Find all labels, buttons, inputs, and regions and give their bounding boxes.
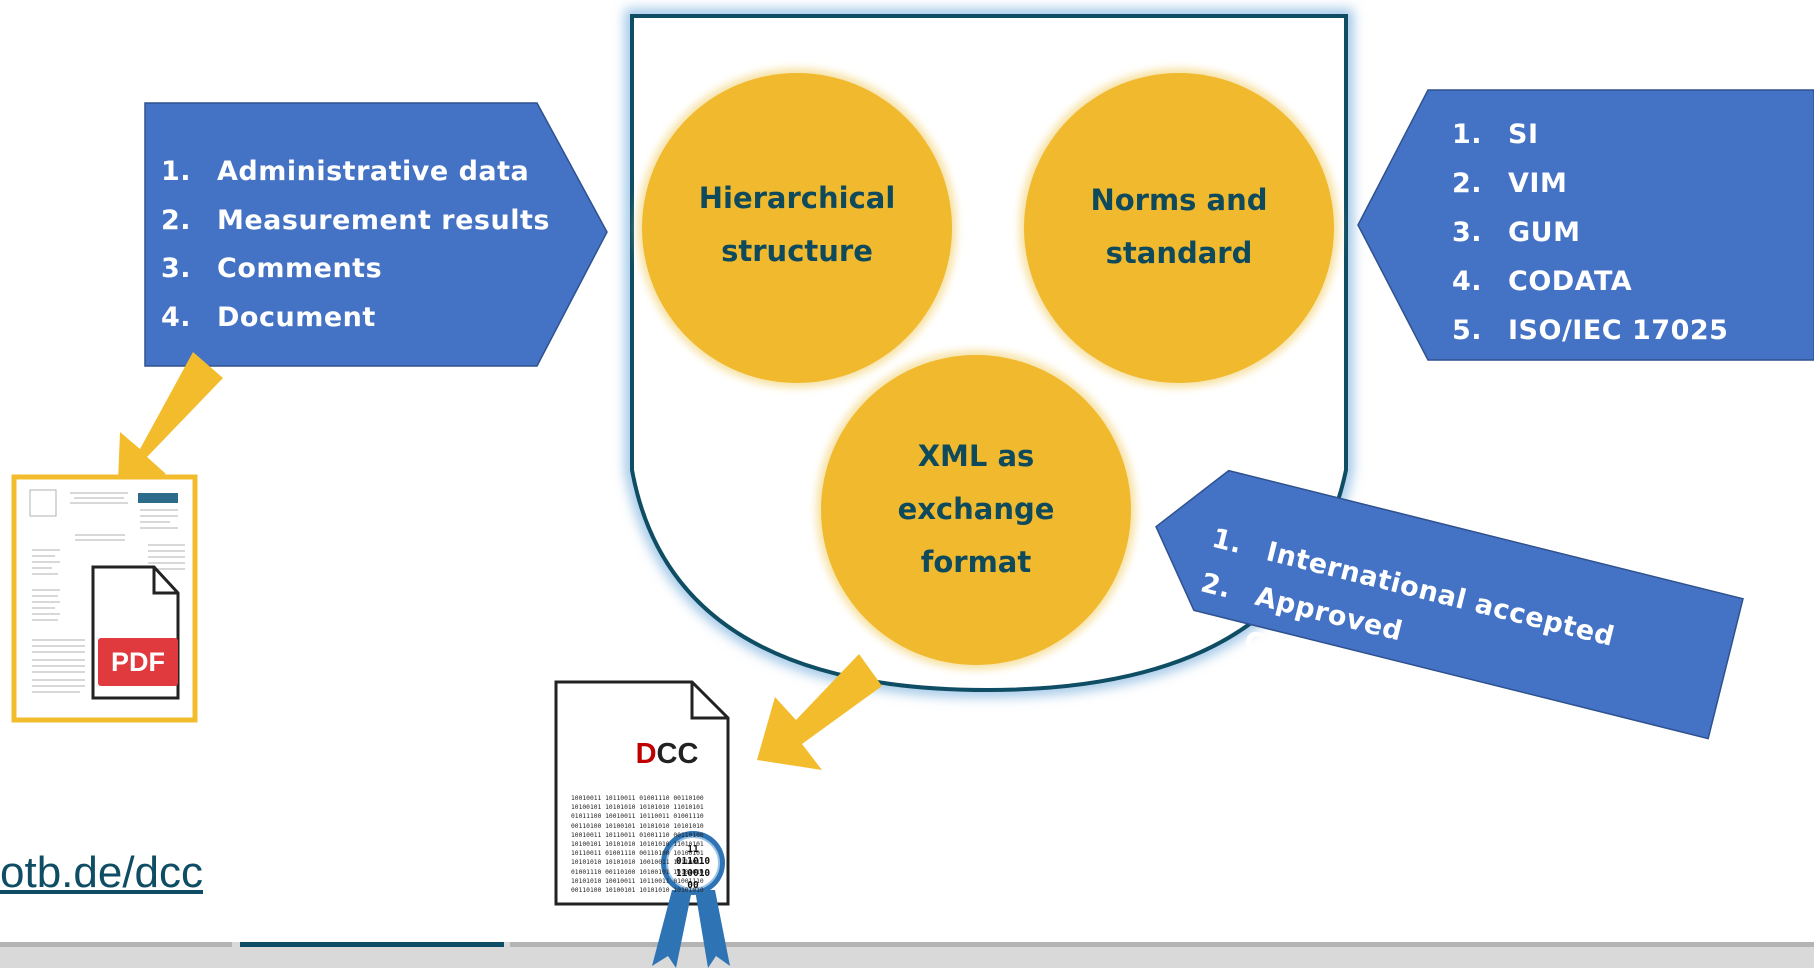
right-banner [1357,89,1814,361]
lower-banner [1155,469,1744,740]
seal-ribbon-left [652,890,692,968]
pdf-icon-fold [152,567,178,595]
dcc-document-fold [690,682,728,720]
seal-ribbon-right [695,890,730,968]
circle-norms [1024,73,1334,383]
footer-tab-3 [510,942,1814,947]
circle-xml [821,355,1131,665]
left-banner [144,102,608,367]
pdf-icon-badge [98,638,178,686]
seal-inner [666,836,720,890]
circle-hierarchical [642,73,952,383]
arrow-to-pdf [118,352,223,482]
pdf-document-body [29,489,185,693]
arrow-to-dcc [757,654,882,770]
footer-tab-2 [240,942,504,947]
dcc-link[interactable]: otb.de/dcc [0,848,204,897]
footer-tab-1 [0,942,232,947]
